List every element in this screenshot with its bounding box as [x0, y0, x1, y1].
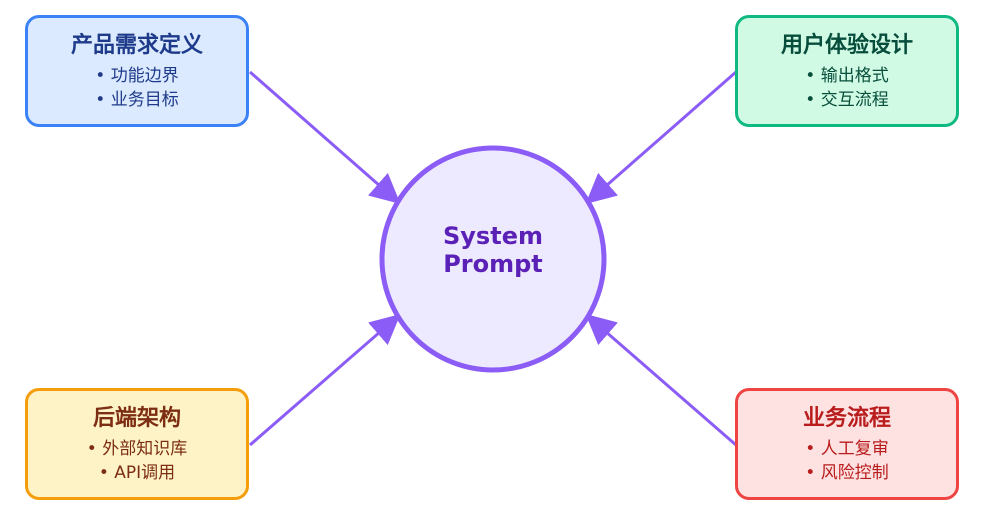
node-item: • 业务目标 — [95, 90, 179, 110]
node-backend-architecture: 后端架构 • 外部知识库 • API调用 — [25, 388, 249, 500]
node-item: • 功能边界 — [95, 66, 179, 86]
center-line-1: System — [443, 222, 543, 250]
center-circle — [379, 145, 607, 373]
node-business-process: 业务流程 • 人工复审 • 风险控制 — [735, 388, 959, 500]
arrow-top-right — [585, 70, 737, 204]
node-item: • 外部知识库 — [86, 439, 188, 459]
arrow-bottom-left — [249, 314, 401, 447]
node-item: • 风险控制 — [805, 463, 889, 483]
node-ux-design: 用户体验设计 • 输出格式 • 交互流程 — [735, 15, 959, 127]
node-title: 业务流程 — [802, 406, 891, 431]
node-item: • 人工复审 — [805, 439, 889, 459]
node-product-requirements: 产品需求定义 • 功能边界 • 业务目标 — [25, 15, 249, 127]
center-line-2: Prompt — [443, 250, 543, 278]
node-title: 用户体验设计 — [780, 33, 913, 58]
arrow-bottom-right — [585, 314, 737, 447]
arrow-top-left — [249, 70, 401, 204]
node-item: • API调用 — [98, 463, 176, 483]
node-title: 后端架构 — [92, 406, 181, 431]
node-title: 产品需求定义 — [70, 33, 203, 58]
center-node-label: System Prompt — [393, 222, 593, 278]
node-item: • 交互流程 — [805, 90, 889, 110]
node-item: • 输出格式 — [805, 66, 889, 86]
